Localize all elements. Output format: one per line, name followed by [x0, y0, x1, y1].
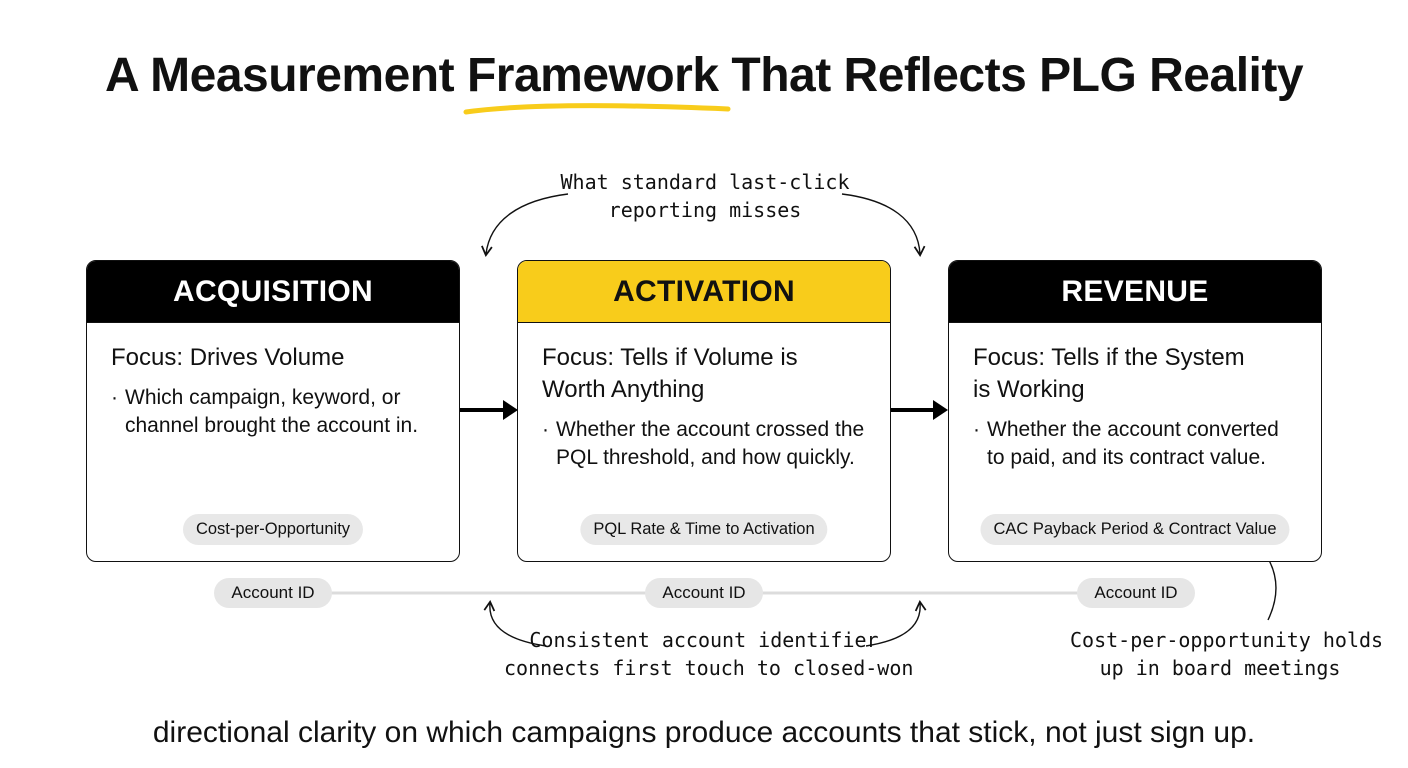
- side-curve-arrow: [1262, 549, 1277, 621]
- card-activation-focus-line1: Focus: Tells if Volume is: [542, 344, 798, 371]
- card-acquisition: ACQUISITION Focus: Drives Volume · Which…: [86, 260, 460, 562]
- card-acquisition-metric: Cost-per-Opportunity: [182, 514, 364, 545]
- top-annotation: What standard last-click reporting misse…: [555, 168, 855, 224]
- card-acquisition-header: ACQUISITION: [87, 261, 459, 323]
- bottom-annotation-line2: connects first touch to closed-won: [504, 656, 914, 680]
- card-revenue-bullet: · Whether the account converted to paid,…: [973, 416, 1299, 472]
- title-before: A Measurement: [104, 49, 467, 102]
- card-activation-metric: PQL Rate & Time to Activation: [580, 514, 828, 545]
- side-annotation-line2: up in board meetings: [1099, 656, 1341, 680]
- card-activation-bullet: · Whether the account crossed the PQL th…: [542, 416, 868, 472]
- side-annotation-line1: Cost-per-opportunity holds: [1070, 628, 1384, 652]
- card-revenue: REVENUE Focus: Tells if the System is Wo…: [948, 260, 1322, 562]
- bottom-annotation-line1: Consistent account identifier: [529, 628, 879, 652]
- card-revenue-focus-line1: Focus: Tells if the System: [973, 344, 1245, 371]
- card-acquisition-bullet-text: Which campaign, keyword, or channel brou…: [125, 386, 419, 437]
- footer-caption: directional clarity on which campaigns p…: [152, 716, 1256, 749]
- account-id-pill-revenue: Account ID: [1077, 578, 1195, 608]
- bullet-dot: ·: [111, 386, 118, 409]
- card-activation-focus: Focus: Tells if Volume is Worth Anything: [542, 342, 868, 406]
- bullet-dot: ·: [542, 418, 549, 441]
- card-revenue-focus: Focus: Tells if the System is Working: [973, 342, 1299, 406]
- page-title: A Measurement Framework That Reflects PL…: [0, 48, 1408, 103]
- flow-arrow-activation-revenue: [891, 400, 948, 420]
- top-annotation-line2: reporting misses: [608, 198, 802, 222]
- card-activation: ACTIVATION Focus: Tells if Volume is Wor…: [517, 260, 891, 562]
- card-activation-bullet-text: Whether the account crossed the PQL thre…: [556, 418, 865, 469]
- card-acquisition-focus-line1: Focus: Drives Volume: [111, 344, 345, 371]
- title-highlight: Framework: [466, 49, 719, 102]
- card-revenue-header: REVENUE: [949, 261, 1321, 323]
- title-highlight-underline: [463, 103, 731, 115]
- card-activation-focus-line2: Worth Anything: [542, 376, 705, 403]
- card-revenue-bullet-text: Whether the account converted to paid, a…: [987, 418, 1279, 469]
- bullet-dot: ·: [973, 418, 980, 441]
- flow-arrow-acquisition-activation: [460, 400, 518, 420]
- card-revenue-focus-line2: is Working: [973, 376, 1085, 403]
- account-id-pill-activation: Account ID: [645, 578, 763, 608]
- account-id-pill-acquisition: Account ID: [214, 578, 332, 608]
- card-activation-header: ACTIVATION: [518, 261, 890, 323]
- bottom-annotation: Consistent account identifier connects f…: [504, 626, 914, 682]
- card-acquisition-bullet: · Which campaign, keyword, or channel br…: [111, 384, 437, 440]
- top-annotation-line1: What standard last-click: [560, 170, 850, 194]
- card-acquisition-focus: Focus: Drives Volume: [111, 342, 437, 374]
- card-revenue-metric: CAC Payback Period & Contract Value: [980, 514, 1290, 545]
- title-after: That Reflects PLG Reality: [718, 49, 1304, 102]
- side-annotation: Cost-per-opportunity holds up in board m…: [1070, 626, 1384, 682]
